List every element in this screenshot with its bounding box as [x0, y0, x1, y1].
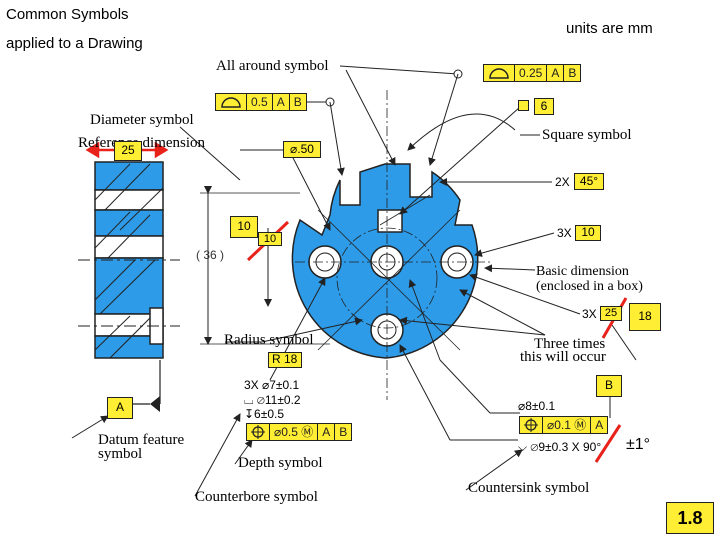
- reference-36: ( 36 ): [196, 248, 225, 262]
- strike-csink-angle: [594, 424, 622, 463]
- radius-value: R 18: [268, 352, 302, 368]
- profile-surface-icon: [484, 65, 515, 81]
- label-diameter: Diameter symbol: [90, 112, 194, 128]
- frame-datum: B: [568, 65, 577, 80]
- frame-datum: A: [273, 94, 290, 110]
- label-counterbore: Counterbore symbol: [195, 489, 318, 505]
- red-arrows: [85, 141, 169, 159]
- countersink-tolerance: ±1°: [626, 436, 651, 453]
- profile-frame-left: 0.5 A B: [215, 93, 307, 111]
- label-basic-1: Basic dimension: [536, 264, 629, 279]
- frame-tolerance: ⌀0.1 Ⓜ: [543, 417, 592, 433]
- units-note: units are mm: [566, 20, 653, 37]
- label-all-around: All around symbol: [216, 58, 329, 74]
- frame-datum: A: [318, 424, 336, 440]
- slot-count: 3X: [582, 307, 597, 321]
- position-frame-right: ⌀0.1 Ⓜ A: [519, 416, 609, 434]
- title-line-1: Common Symbols: [6, 6, 129, 23]
- front-view: [291, 90, 490, 400]
- datum-b-box: B: [596, 375, 622, 397]
- frame-datum: B: [339, 424, 348, 439]
- basic-boxed-value: 10: [230, 216, 258, 238]
- label-radius: Radius symbol: [224, 332, 314, 348]
- counterbore-line-2: ⌴ ⌀11±0.2: [244, 393, 301, 407]
- label-depth: Depth symbol: [238, 455, 323, 471]
- hole-count: 3X: [557, 226, 572, 240]
- chamfer-count: 2X: [555, 175, 570, 189]
- slot-new-value: 18: [629, 303, 661, 331]
- frame-tolerance: 0.25: [515, 65, 548, 81]
- frame-tolerance: ⌀0.5 Ⓜ: [270, 424, 319, 440]
- chamfer-angle: 45°: [574, 173, 604, 190]
- label-datum-2: symbol: [98, 446, 143, 462]
- counterbore-line-1: 3X ⌀7±0.1: [244, 378, 300, 392]
- leader-lines: [71, 65, 637, 497]
- frame-datum: A: [595, 417, 604, 432]
- datum-a-box: A: [107, 397, 133, 419]
- frame-tolerance: 0.5: [247, 94, 273, 110]
- countersink-line-2: ⌵ ⌀9±0.3 X 90°: [518, 440, 602, 454]
- label-three-times-1: Three times: [534, 336, 606, 352]
- frame-datum: A: [547, 65, 565, 81]
- slot-crossed-value: 25: [600, 306, 622, 321]
- square-value: 6: [534, 98, 554, 115]
- profile-frame-top: 0.25 A B: [483, 64, 582, 82]
- label-datum-1: Datum feature: [98, 432, 185, 448]
- position-icon: [247, 424, 270, 440]
- square-icon: [518, 100, 529, 111]
- position-frame-bottom: ⌀0.5 Ⓜ A B: [246, 423, 353, 441]
- reference-boxed-value: 25: [114, 141, 142, 161]
- side-view: [78, 161, 180, 412]
- counterbore-line-3: ↧6±0.5: [244, 407, 284, 421]
- label-square: Square symbol: [542, 127, 632, 143]
- label-basic-2: (enclosed in a box): [536, 279, 643, 294]
- frame-datum: B: [293, 94, 302, 109]
- label-countersink: Countersink symbol: [468, 480, 590, 496]
- title-line-2: applied to a Drawing: [6, 35, 143, 52]
- position-icon: [520, 417, 543, 433]
- slide-number: 1.8: [666, 502, 714, 534]
- diameter-value: ⌀.50: [283, 141, 321, 158]
- countersink-line-1: ⌀8±0.1: [518, 399, 556, 413]
- label-three-times-2: this will occur: [520, 349, 606, 365]
- hole-basic-value: 10: [575, 225, 601, 241]
- profile-surface-icon: [216, 94, 247, 110]
- basic-crossed-value: 10: [258, 232, 282, 246]
